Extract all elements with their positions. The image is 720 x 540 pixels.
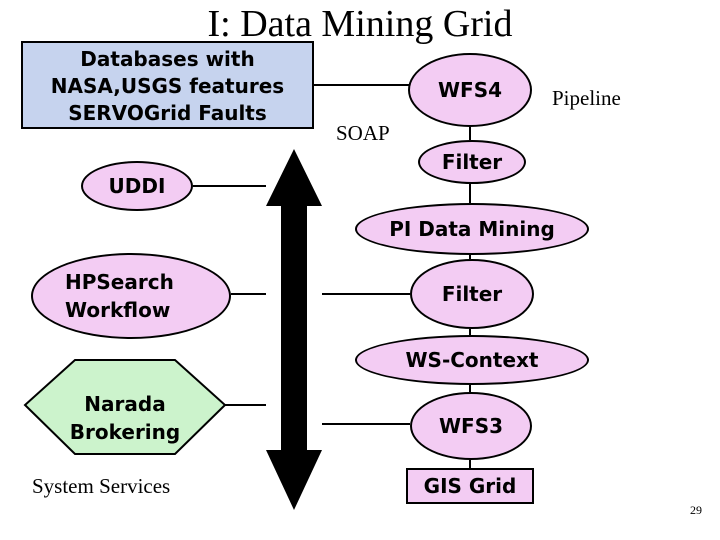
double-arrow-icon: [266, 149, 322, 510]
wfs4-node: WFS4: [408, 53, 532, 127]
slide-title: I: Data Mining Grid: [207, 3, 513, 45]
narada-hexagon: [23, 359, 227, 455]
gis-grid-fill: [407, 469, 533, 503]
soap-label: SOAP: [336, 121, 390, 145]
databases-box-fill: [22, 42, 313, 128]
hpsearch-node: HPSearch Workflow: [31, 253, 231, 339]
pipeline-label: Pipeline: [552, 86, 621, 110]
narada-node: Narada Brokering: [69, 392, 181, 444]
gis-grid-node: GIS Grid: [406, 468, 534, 504]
slide-number: 29: [690, 503, 702, 517]
pi-data-mining-node: PI Data Mining: [355, 203, 589, 255]
system-services-label: System Services: [32, 474, 171, 498]
filter-top-node: Filter: [418, 140, 526, 184]
wfs3-node: WFS3: [410, 392, 532, 460]
databases-box: Databases with NASA,USGS features SERVOG…: [21, 41, 314, 129]
uddi-node: UDDI: [81, 161, 193, 211]
filter-mid-node: Filter: [410, 259, 534, 329]
ws-context-node: WS-Context: [355, 335, 589, 385]
